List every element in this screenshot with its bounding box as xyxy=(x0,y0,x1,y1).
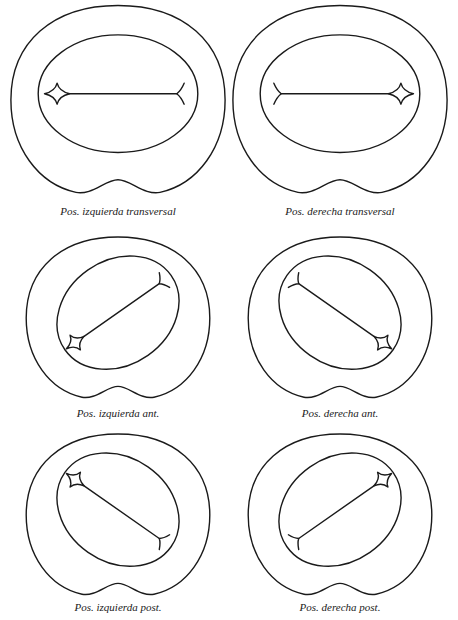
position-caption: Pos. derecha ant. xyxy=(300,406,381,420)
pelvis-figure xyxy=(233,6,447,193)
position-caption: Pos. izquierda transversal xyxy=(58,204,177,218)
pelvis-figure xyxy=(26,233,210,398)
position-caption: Pos. izquierda post. xyxy=(73,600,164,614)
pelvis-figure xyxy=(248,233,432,398)
pelvis-figure xyxy=(11,6,225,193)
pelvis-figure xyxy=(26,430,210,595)
position-caption: Pos. izquierda ant. xyxy=(75,406,162,420)
position-caption: Pos. derecha transversal xyxy=(283,204,396,218)
pelvis-figure xyxy=(248,430,432,595)
position-caption: Pos. derecha post. xyxy=(298,600,383,614)
